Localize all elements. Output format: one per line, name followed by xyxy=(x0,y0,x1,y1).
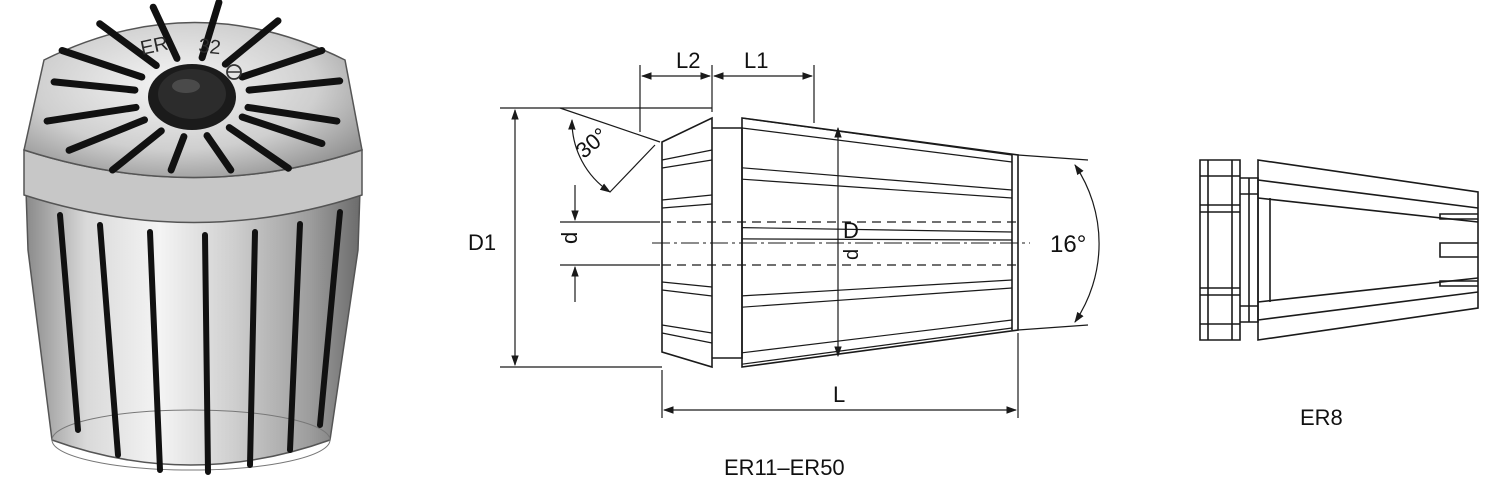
collet-photo-body-slots xyxy=(57,209,343,475)
drawn-line xyxy=(147,229,163,473)
drawn-line xyxy=(661,332,713,344)
drawn-line xyxy=(97,222,121,458)
drawn-line xyxy=(202,232,211,475)
drawn-line xyxy=(167,133,188,174)
label-l2: L2 xyxy=(676,48,700,73)
collet-photo-engraving-size: 32 xyxy=(197,35,221,59)
main-drawing-caption: ER11–ER50 xyxy=(724,455,845,480)
label-d-bore: d xyxy=(557,232,582,244)
drawn-line xyxy=(741,319,1013,354)
drawn-line xyxy=(225,124,292,172)
collet-photo-top-slots xyxy=(43,0,344,174)
collet-photo: ER 32 xyxy=(23,0,363,475)
drawn-line xyxy=(661,281,713,288)
label-d1: D1 xyxy=(468,230,496,255)
drawn-line xyxy=(661,194,713,201)
drawn-line xyxy=(58,47,146,81)
label-L: L xyxy=(833,382,845,407)
er8-drawing xyxy=(1199,159,1479,341)
drawn-line xyxy=(203,132,235,174)
drawn-line xyxy=(741,227,1013,233)
collet-photo-logo-icon xyxy=(226,64,242,80)
label-angle-taper: 16° xyxy=(1050,231,1086,258)
drawn-line xyxy=(661,289,713,297)
main-drawing-slot-lines xyxy=(741,117,1013,365)
drawn-line xyxy=(221,17,282,68)
drawn-line xyxy=(287,221,303,453)
drawn-line xyxy=(43,103,140,125)
drawn-line xyxy=(149,3,181,62)
drawn-line xyxy=(661,159,713,169)
drawn-line xyxy=(741,287,1013,308)
drawn-line xyxy=(245,77,344,94)
drawn-line xyxy=(741,117,1013,156)
drawn-line xyxy=(244,103,341,125)
er8-caption: ER8 xyxy=(1300,405,1343,430)
label-angle-nose: 30° xyxy=(571,123,613,164)
main-drawing-nose-slot-lines xyxy=(661,149,713,344)
label-D: D xyxy=(843,218,859,243)
label-l1: L1 xyxy=(744,48,768,73)
drawn-line xyxy=(238,113,326,147)
drawn-line xyxy=(661,324,713,334)
label-d-rotated: d xyxy=(841,249,863,260)
drawn-line xyxy=(109,127,165,174)
drawn-line xyxy=(198,0,223,62)
drawn-line xyxy=(741,167,1013,191)
drawn-line xyxy=(96,20,160,69)
drawn-line xyxy=(65,116,148,154)
drawn-line xyxy=(247,229,258,468)
drawn-line xyxy=(50,78,139,94)
drawn-line xyxy=(661,149,713,161)
drawn-line xyxy=(661,203,713,209)
drawn-line xyxy=(238,47,326,81)
drawn-line xyxy=(741,178,1013,199)
drawn-line xyxy=(57,212,81,433)
drawn-line xyxy=(741,127,1013,163)
drawn-line xyxy=(741,327,1013,365)
drawn-line xyxy=(741,279,1013,297)
main-drawing xyxy=(500,65,1100,418)
drawn-line xyxy=(741,238,1013,241)
drawn-line xyxy=(317,209,343,428)
